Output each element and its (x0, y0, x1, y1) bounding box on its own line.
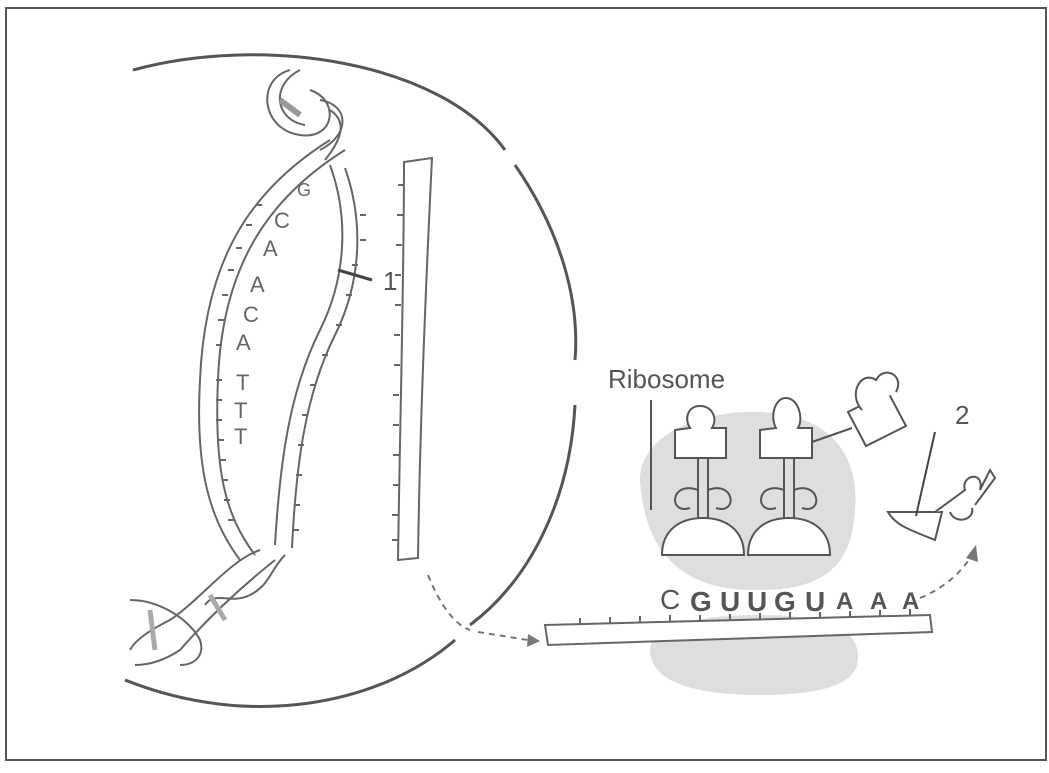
ribosome-label: Ribosome (608, 364, 725, 395)
dna-template-strand (199, 140, 345, 560)
strand-ticks (216, 205, 366, 530)
dna-base-label: T (234, 398, 247, 424)
mrna-base-label: G (774, 586, 799, 618)
mrna-base-label: U (720, 586, 743, 618)
dna-base-label: A (250, 272, 265, 298)
nucleus-membrane-lower (470, 405, 575, 625)
nucleus-membrane-top (133, 55, 505, 150)
mrna-base-label: C (660, 584, 683, 616)
dna-top-coil (267, 70, 342, 160)
free-trna (888, 470, 995, 540)
mrna-base-label: A (902, 588, 922, 616)
mrna-base-label: A (870, 588, 890, 616)
export-arrow-line (478, 632, 528, 640)
mrna-base-label: U (747, 586, 770, 618)
mrna-base-label: G (690, 586, 715, 618)
dna-base-label: A (236, 330, 251, 356)
dna-base-label: A (263, 236, 278, 262)
mrna-base-label: A (836, 588, 856, 616)
dna-base-label: G (297, 180, 311, 201)
dna-base-label: C (274, 208, 290, 234)
mrna-base-label: U (805, 586, 828, 618)
dna-base-label: T (236, 370, 249, 396)
dna-bottom-helix (130, 550, 285, 665)
nucleus-membrane-bottom (125, 640, 455, 706)
exit-arrowhead (966, 545, 978, 562)
marker-1-label: 1 (383, 266, 397, 297)
dna-base-label: C (243, 302, 259, 328)
export-path (428, 575, 470, 630)
exit-path (920, 555, 972, 598)
dna-base-label: T (234, 424, 247, 450)
nucleus-membrane-right (515, 165, 576, 360)
mrna-strand-nucleus (392, 158, 432, 560)
marker-2-pointer (916, 432, 935, 516)
export-arrowhead (527, 634, 540, 647)
marker-2-label: 2 (955, 400, 969, 431)
